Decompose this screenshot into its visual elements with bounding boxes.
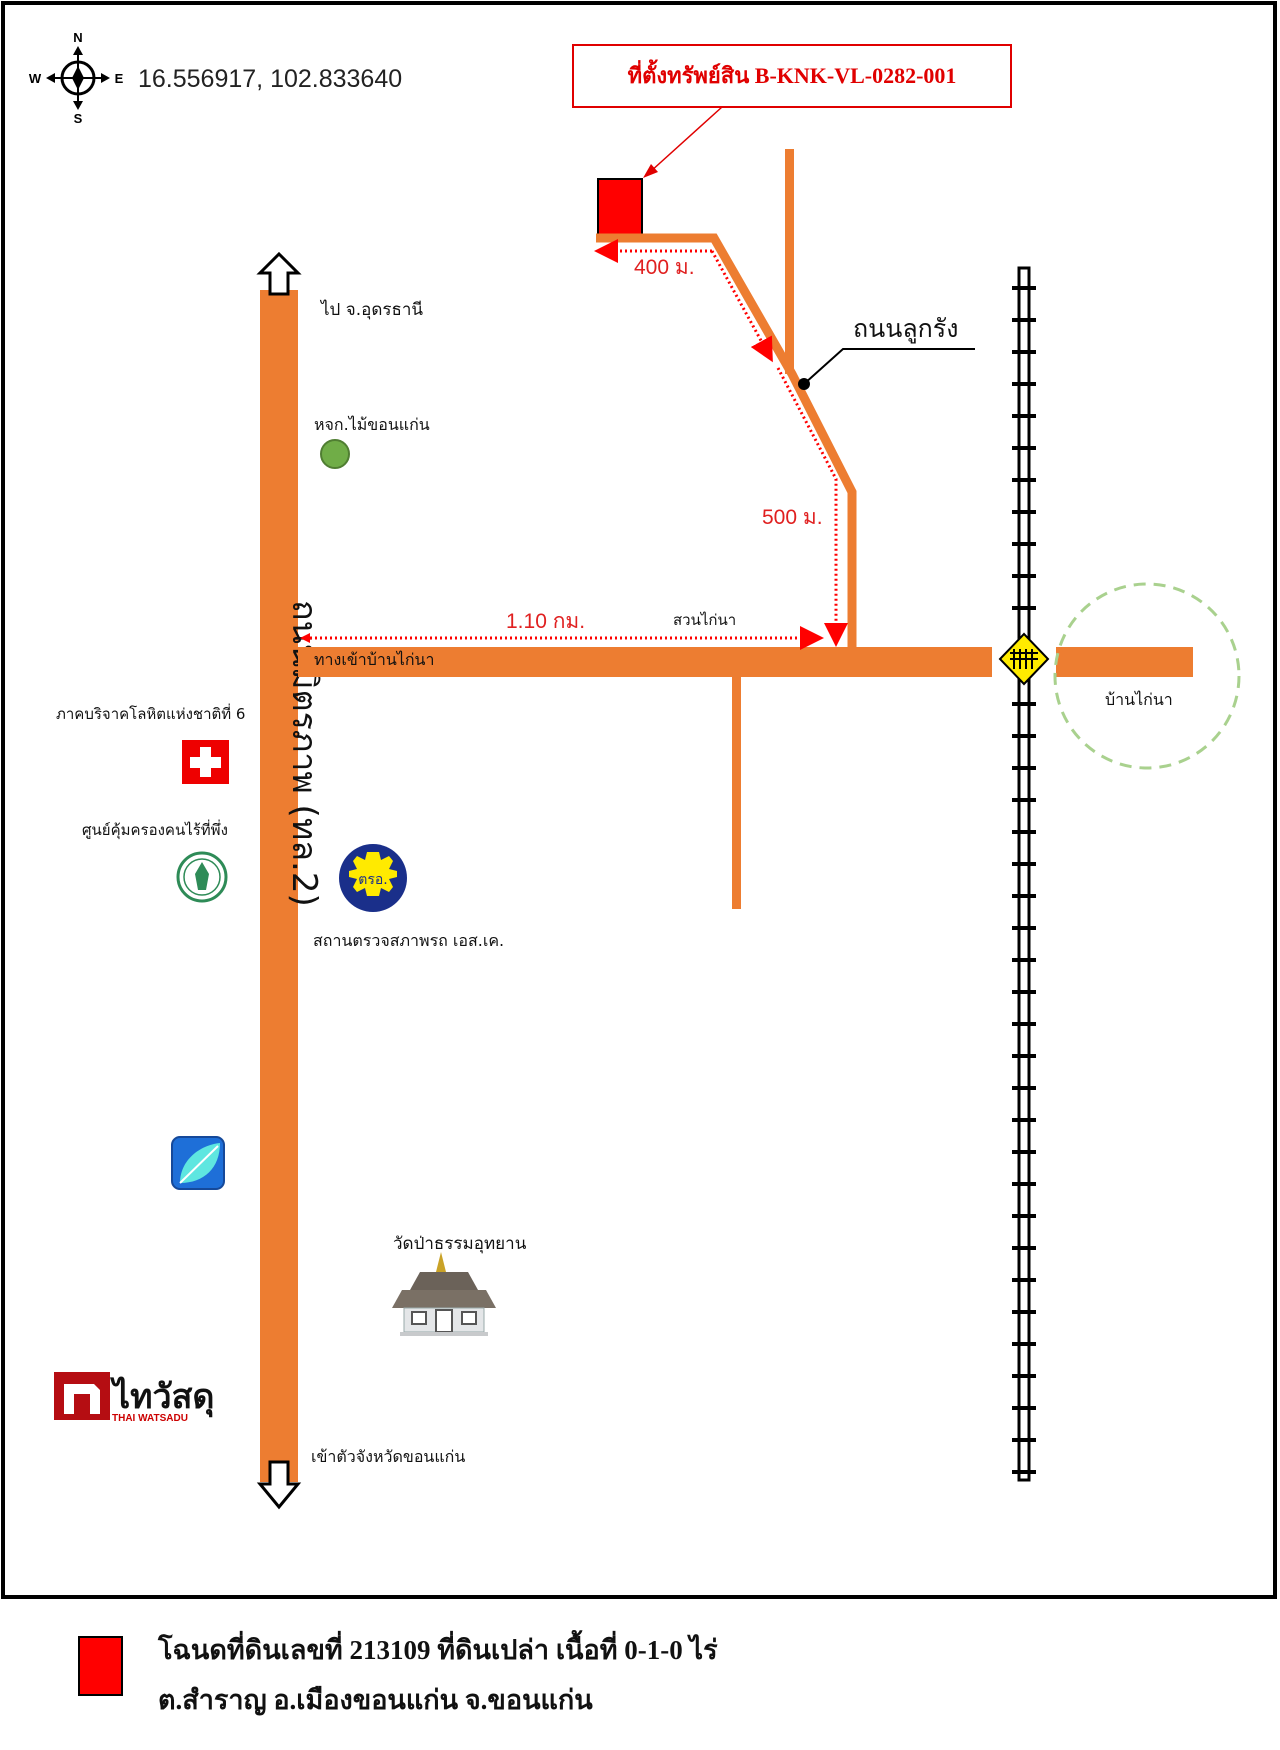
legend-property-swatch	[78, 1636, 123, 1696]
north-arrow-icon	[256, 251, 302, 296]
inspection-station-label: สถานตรวจสภาพรถ เอส.เค.	[313, 931, 504, 950]
railway	[1012, 266, 1036, 1482]
distance-line-500m	[776, 367, 848, 647]
red-cross-icon[interactable]	[182, 740, 229, 784]
north-destination-label: ไป จ.อุดรธานี	[319, 299, 423, 320]
inspection-logo-text: ตรอ.	[358, 872, 387, 888]
distance-1-1km: 1.10 กม.	[506, 610, 585, 633]
south-branch-road	[732, 677, 741, 909]
temple-icon[interactable]	[392, 1252, 496, 1336]
dirt-road-label: ถนนลูกรัง	[853, 314, 958, 344]
thai-watsadu-logo[interactable]: ไทวัสดุ THAI WATSADU	[54, 1372, 214, 1424]
timber-shop-label: หจก.ไม้ขอนแก่น	[314, 415, 430, 434]
village-area	[1053, 582, 1241, 770]
blood-center-label: ภาคบริจาคโลหิตแห่งชาติที่ 6	[56, 703, 245, 723]
compass-north: N	[73, 30, 82, 45]
south-destination-label: เข้าตัวจังหวัดขอนแก่น	[311, 1447, 465, 1466]
property-marker[interactable]	[597, 178, 643, 237]
garden-label: สวนไก่นา	[673, 611, 736, 629]
compass-west: W	[29, 71, 42, 86]
shelter-seal-icon[interactable]	[176, 851, 228, 903]
shelter-label: ศูนย์คุ้มครองคนไร้ที่พึ่ง	[82, 819, 228, 840]
callout-arrowhead-icon	[643, 164, 658, 178]
callout-line	[649, 106, 723, 173]
compass-south: S	[74, 111, 83, 126]
coordinates-readout: 16.556917, 102.833640	[138, 65, 402, 93]
distance-lines	[300, 239, 848, 650]
distance-400m: 400 ม.	[634, 256, 695, 279]
legend-line-2: ต.สำราญ อ.เมืองขอนแก่น จ.ขอนแก่น	[158, 1685, 593, 1716]
asset-title: ที่ตั้งทรัพย์สิน B-KNK-VL-0282-001	[628, 59, 957, 88]
thai-watsadu-logo-en: THAI WATSADU	[112, 1413, 188, 1424]
highway-label: ถนนมิตรภาพ (ทล.2)	[284, 600, 324, 907]
distance-arrowhead-west-icon	[300, 633, 310, 643]
compass-east: E	[115, 71, 124, 86]
north-spur-road	[785, 149, 794, 374]
timber-shop-marker[interactable]	[320, 439, 350, 469]
village-label: บ้านไก่นา	[1105, 690, 1173, 709]
village-entrance-road	[298, 647, 992, 677]
level-crossing-sign-icon	[998, 632, 1050, 686]
asset-title-box	[572, 44, 1012, 108]
gas-station-logo-icon[interactable]	[171, 1136, 225, 1190]
temple-label: วัดป่าธรรมอุทยาน	[393, 1234, 527, 1254]
south-arrow-icon	[256, 1460, 302, 1510]
distance-500m: 500 ม.	[762, 506, 823, 529]
thai-watsadu-logo-th: ไทวัสดุ	[110, 1376, 214, 1418]
highway-road	[260, 290, 298, 1482]
map-frame	[1, 1, 1277, 1599]
road-pointer-line	[803, 348, 975, 385]
village-road-east	[1056, 647, 1193, 677]
distance-line-400m-diag	[710, 250, 773, 363]
distance-arrowhead-property-icon	[596, 246, 606, 256]
compass-icon: N S W E	[29, 30, 124, 126]
legend-line-1: โฉนดที่ดินเลขที่ 213109 ที่ดินเปล่า เนื้…	[157, 1629, 718, 1665]
inspection-station-logo-icon[interactable]: ตรอ.	[339, 844, 407, 912]
village-entrance-label: ทางเข้าบ้านไก่นา	[314, 650, 434, 669]
